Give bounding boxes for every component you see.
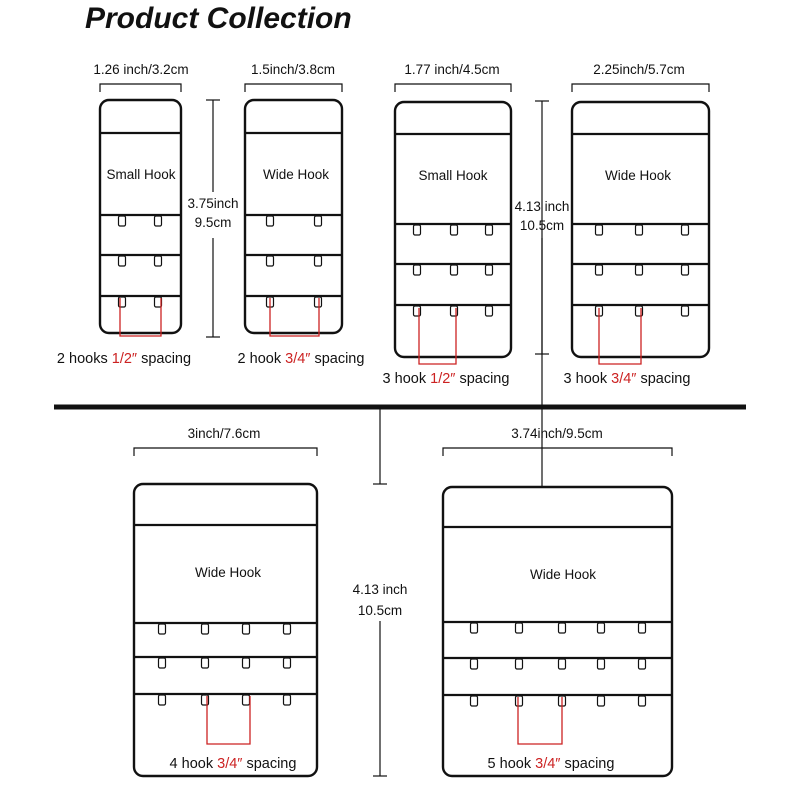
spacing-bracket-1 (119, 298, 162, 337)
spacing-value: 1/2″ (111, 351, 138, 367)
hook-6-r1-c1 (469, 622, 479, 634)
hook-type-label-wide-3hook: Wide Hook (604, 168, 672, 183)
hook-5-r2-c2 (200, 657, 210, 669)
hook-6-r2-c4 (596, 658, 606, 670)
spacing-value: 3/4″ (217, 756, 243, 772)
spacing-value: 3/4″ (535, 756, 561, 772)
width-label-wide-2hook: 1.5inch/3.8cm (250, 62, 336, 77)
hook-1-r1-c1 (117, 215, 127, 227)
width-label-small-2hook: 1.26 inch/3.2cm (93, 62, 189, 77)
hook-4-r2-c1 (594, 264, 604, 276)
width-label-wide-4hook: 3inch/7.6cm (187, 426, 261, 441)
hook-6-r2-c2 (514, 658, 524, 670)
hook-5-r1-c4 (282, 623, 292, 635)
caption-wide-3hook: 3 hook 3/4″ spacing (563, 371, 691, 387)
hook-6-r2-c3 (557, 658, 567, 670)
hook-1-r2-c1 (117, 255, 127, 267)
width-label-small-3hook: 1.77 inch/4.5cm (404, 62, 500, 77)
hook-6-r2-c1 (469, 658, 479, 670)
height-inch-label-1: 3.75inch (187, 196, 239, 211)
hook-6-r1-c2 (514, 622, 524, 634)
width-bracket-3 (394, 83, 512, 92)
hook-type-label-wide-5hook: Wide Hook (529, 567, 597, 582)
hook-5-r2-c1 (157, 657, 167, 669)
hook-6-r3-c2 (514, 695, 524, 707)
hook-4-r2-c2 (634, 264, 644, 276)
spacing-bracket-6 (517, 697, 563, 745)
width-bracket-4 (571, 83, 710, 92)
hook-5-r1-c2 (200, 623, 210, 635)
hook-5-r2-c4 (282, 657, 292, 669)
caption-wide-5hook: 5 hook 3/4″ spacing (487, 756, 615, 772)
spacing-bracket-5 (206, 696, 251, 745)
hook-5-r3-c1 (157, 694, 167, 706)
organizer-body-6 (441, 485, 674, 778)
hook-3-r2-c3 (484, 264, 494, 276)
hook-2-r1-c2 (313, 215, 323, 227)
organizer-body-5 (132, 482, 319, 778)
caption-small-2hook: 2 hooks 1/2″ spacing (56, 351, 192, 367)
caption-wide-2hook: 2 hook 3/4″ spacing (237, 351, 365, 367)
page-title: Product Collection (85, 2, 352, 35)
spacing-value: 3/4″ (285, 351, 311, 367)
hook-5-r1-c3 (241, 623, 251, 635)
width-bracket-1 (99, 83, 182, 92)
hook-5-r1-c1 (157, 623, 167, 635)
height-cm-label-1: 9.5cm (194, 215, 232, 230)
hook-1-r1-c2 (153, 215, 163, 227)
height-cm-label-2: 10.5cm (519, 218, 565, 233)
hook-3-r3-c3 (484, 305, 494, 317)
hook-6-r3-c4 (596, 695, 606, 707)
organizer-body-2 (243, 98, 344, 335)
caption-small-3hook: 3 hook 1/2″ spacing (382, 371, 510, 387)
width-label-wide-3hook: 2.25inch/5.7cm (593, 62, 685, 77)
height-cm-label-3: 10.5cm (357, 603, 403, 618)
spacing-value: 3/4″ (611, 371, 637, 387)
spacing-bracket-4 (598, 308, 642, 365)
hook-5-r3-c3 (241, 694, 251, 706)
hook-4-r2-c3 (680, 264, 690, 276)
hook-4-r1-c1 (594, 224, 604, 236)
hook-1-r2-c2 (153, 255, 163, 267)
height-inch-label-3: 4.13 inch (352, 582, 408, 597)
hook-4-r3-c3 (680, 305, 690, 317)
width-bracket-5 (133, 447, 318, 456)
hook-3-r2-c2 (449, 264, 459, 276)
hook-6-r2-c5 (637, 658, 647, 670)
hook-6-r3-c1 (469, 695, 479, 707)
height-inch-label-2: 4.13 inch (514, 199, 570, 214)
hook-type-label-small-3hook: Small Hook (418, 168, 488, 183)
width-bracket-6 (442, 447, 673, 456)
hook-3-r2-c1 (412, 264, 422, 276)
hook-3-r1-c1 (412, 224, 422, 236)
hook-4-r1-c3 (680, 224, 690, 236)
hook-2-r2-c1 (265, 255, 275, 267)
hook-4-r1-c2 (634, 224, 644, 236)
spacing-bracket-2 (269, 298, 320, 337)
width-bracket-2 (244, 83, 343, 92)
hook-type-label-small-2hook: Small Hook (106, 167, 176, 182)
hook-6-r3-c5 (637, 695, 647, 707)
hook-5-r3-c4 (282, 694, 292, 706)
hook-type-label-wide-2hook: Wide Hook (262, 167, 330, 182)
spacing-value: 1/2″ (430, 371, 456, 387)
organizer-body-1 (98, 98, 183, 335)
hook-type-label-wide-4hook: Wide Hook (194, 565, 262, 580)
hook-6-r1-c4 (596, 622, 606, 634)
hook-3-r1-c2 (449, 224, 459, 236)
spacing-bracket-3 (418, 308, 457, 365)
width-label-wide-5hook: 3.74inch/9.5cm (511, 426, 603, 441)
caption-wide-4hook: 4 hook 3/4″ spacing (169, 756, 297, 772)
hook-6-r1-c5 (637, 622, 647, 634)
hook-2-r1-c1 (265, 215, 275, 227)
hook-2-r3-c2 (313, 296, 323, 308)
hook-2-r2-c2 (313, 255, 323, 267)
hook-3-r1-c3 (484, 224, 494, 236)
hook-6-r1-c3 (557, 622, 567, 634)
hook-5-r2-c3 (241, 657, 251, 669)
